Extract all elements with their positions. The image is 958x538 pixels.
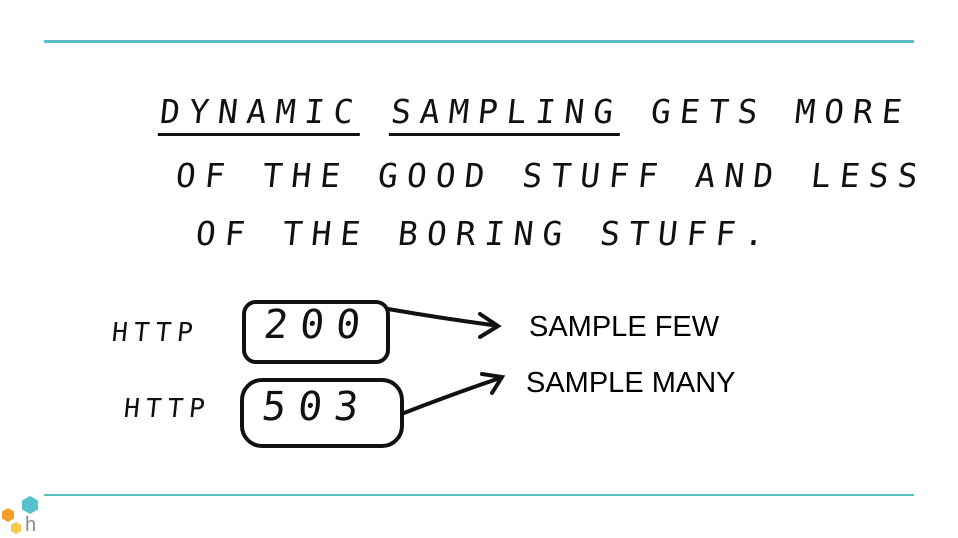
arrow-200-to-sample-few: [386, 307, 502, 339]
bottom-divider: [44, 494, 914, 496]
status-code-box-200: [242, 300, 390, 364]
sample-many-label: SAMPLE MANY: [526, 367, 736, 399]
arrow-503-to-sample-many: [402, 372, 506, 415]
top-divider: [44, 40, 914, 43]
logo-letter: h: [25, 514, 37, 536]
logo-hex-yellow: [11, 522, 21, 534]
logo-hex-teal: [22, 496, 38, 514]
logo-hex-orange: [2, 508, 14, 522]
hexagon-cluster-logo-icon: [2, 496, 38, 534]
sample-few-label: SAMPLE FEW: [529, 311, 720, 343]
